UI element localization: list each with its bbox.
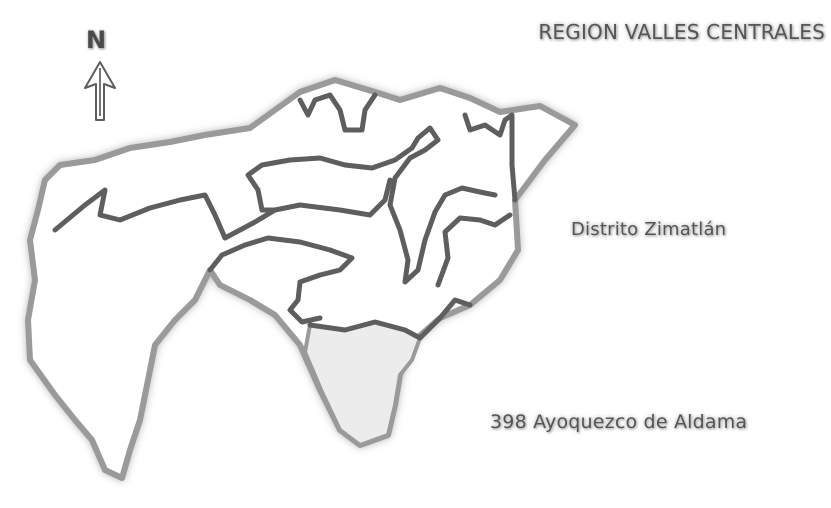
boundary-line — [462, 112, 518, 203]
boundary-line — [207, 235, 355, 325]
municipal-boundaries — [52, 92, 518, 341]
municipality-highlight — [303, 320, 422, 447]
north-arrow-icon — [84, 61, 116, 121]
boundary-line — [297, 92, 378, 133]
district-label: Distrito Zimatlán — [571, 219, 727, 240]
municipality-label: 398 Ayoquezco de Aldama — [490, 411, 748, 433]
boundary-line — [255, 187, 278, 213]
north-letter: N — [86, 26, 107, 54]
boundary-line — [417, 297, 473, 341]
boundary-line — [222, 177, 393, 241]
boundary-line — [307, 319, 423, 341]
boundary-line — [245, 125, 498, 285]
boundary-line — [435, 212, 513, 288]
region-title: REGION VALLES CENTRALES — [538, 20, 825, 44]
boundary-line — [52, 187, 228, 241]
north-arrow: N — [70, 26, 130, 126]
